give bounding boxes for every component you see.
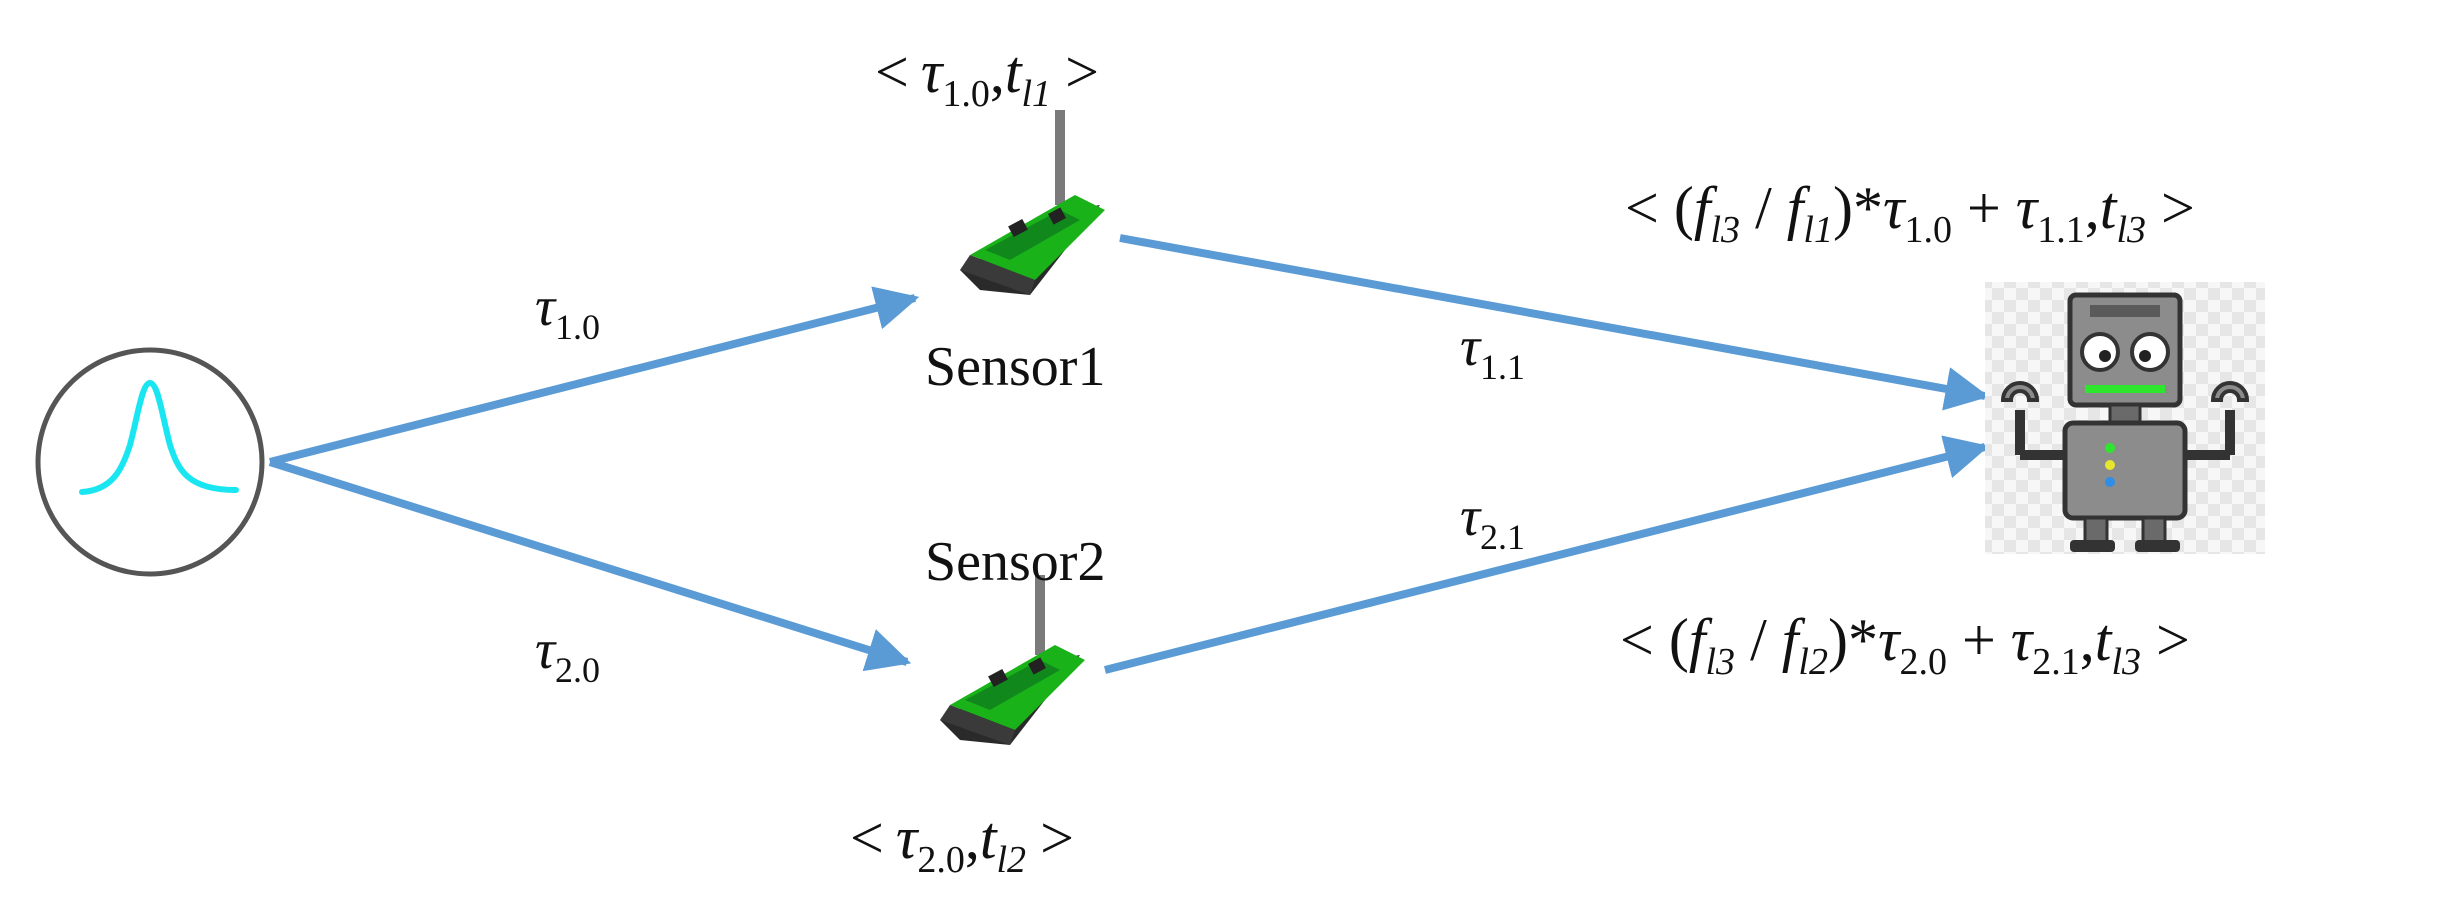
sensor2-node bbox=[940, 575, 1085, 745]
sensor1-tuple: <τ1.0,tl1> bbox=[875, 39, 1099, 115]
source-node bbox=[35, 347, 265, 577]
edge-source-sensor1 bbox=[269, 286, 920, 466]
edge-sensor2-sink bbox=[1104, 435, 1990, 674]
sensor1-node bbox=[960, 110, 1105, 295]
edge-source-sensor2 bbox=[268, 458, 912, 672]
edge-label-tau-1-0: τ1.0 bbox=[535, 276, 600, 347]
edge-label-tau-2-1: τ2.1 bbox=[1460, 486, 1525, 557]
sink-node bbox=[1985, 282, 2265, 554]
sink-equation-bottom: < (fl3 / fl2)*τ2.0 + τ2.1,tl3 > bbox=[1620, 607, 2190, 683]
sensor2-tuple: <τ2.0,tl2> bbox=[850, 805, 1074, 881]
edge-label-tau-1-1: τ1.1 bbox=[1460, 316, 1525, 387]
sensor-node-icon bbox=[940, 575, 1085, 745]
sensor-node-icon bbox=[960, 110, 1105, 295]
robot-sink-icon bbox=[2000, 292, 2250, 552]
gaussian-pulse-icon bbox=[79, 379, 239, 495]
sink-equation-top: < (fl3 / fl1)*τ1.0 + τ1.1,tl3 > bbox=[1625, 175, 2195, 251]
edge-label-tau-2-0: τ2.0 bbox=[535, 619, 600, 690]
edge-sensor1-sink bbox=[1119, 234, 1990, 411]
sensor1-label: Sensor1 bbox=[925, 336, 1105, 398]
sensor2-label: Sensor2 bbox=[925, 531, 1105, 593]
